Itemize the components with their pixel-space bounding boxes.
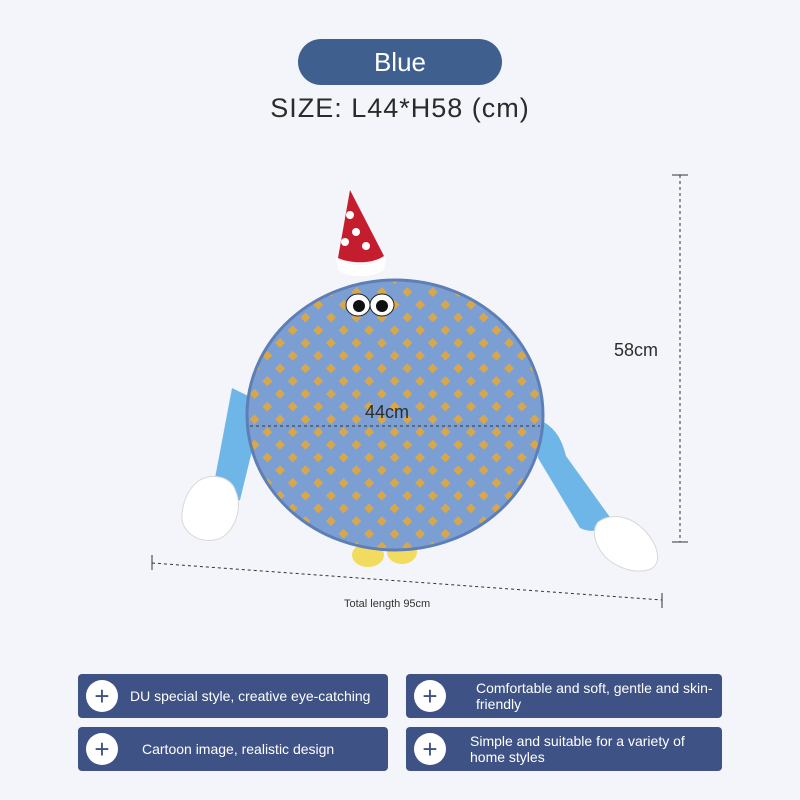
right-arm: [538, 420, 658, 572]
total-length-line: [151, 562, 663, 601]
feature-3: + Cartoon image, realistic design: [78, 727, 388, 771]
total-length-label: Total length 95cm: [344, 598, 431, 610]
feature-2: + Comfortable and soft, gentle and skin-…: [406, 674, 722, 718]
party-hat: [336, 190, 386, 276]
eyes: [345, 293, 395, 317]
width-label: 44cm: [365, 402, 410, 422]
plus-icon: +: [86, 733, 118, 765]
feature-text: Comfortable and soft, gentle and skin-fr…: [476, 680, 713, 712]
height-label: 58cm: [614, 340, 659, 360]
plus-icon: +: [414, 733, 446, 765]
feature-text: DU special style, creative eye-catching: [130, 688, 371, 704]
color-variant-label: Blue: [298, 39, 502, 85]
plus-icon: +: [414, 680, 446, 712]
feature-4: + Simple and suitable for a variety of h…: [406, 727, 722, 771]
plus-icon: +: [86, 680, 118, 712]
feature-text: Cartoon image, realistic design: [142, 741, 335, 757]
plush-body: [247, 280, 543, 550]
size-text: SIZE: L44*H58 (cm): [270, 93, 530, 123]
feature-text: Simple and suitable for a variety of hom…: [470, 733, 685, 765]
feature-1: + DU special style, creative eye-catchin…: [78, 674, 388, 718]
